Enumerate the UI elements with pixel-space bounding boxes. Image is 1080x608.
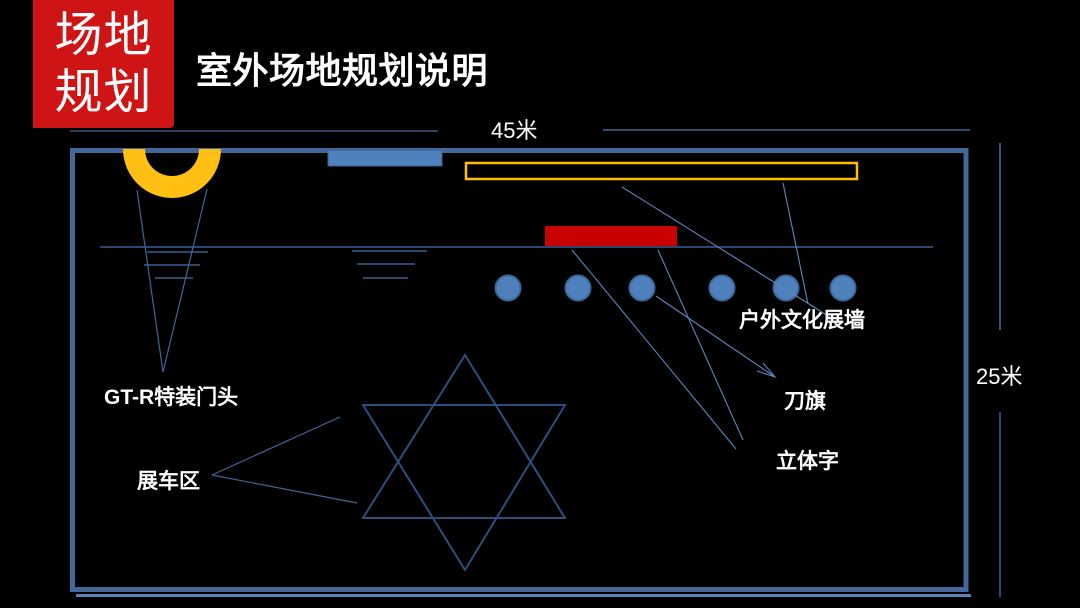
width-dimension-label: 45米 <box>491 118 538 143</box>
callout-culture-wall-1 <box>621 186 834 320</box>
entrance-hatch-left <box>144 251 208 279</box>
badge-line2: 规划 <box>54 66 153 119</box>
blade-flag-dots <box>494 274 857 302</box>
callout-solid-letters-2 <box>657 249 744 441</box>
label-blade-flags: 刀旗 <box>784 390 826 413</box>
height-dimension-label: 25米 <box>976 364 1023 389</box>
stage-rect-shape <box>327 149 443 167</box>
site-boundary <box>70 148 969 592</box>
solid-letters-sign-shape <box>545 226 677 246</box>
label-solid-letters: 立体字 <box>776 450 839 473</box>
page-title: 室外场地规划说明 <box>196 50 489 91</box>
blade-flag-dot <box>628 274 656 302</box>
badge-line1: 场地 <box>54 9 153 62</box>
label-entrance: GT-R特装门头 <box>104 386 239 409</box>
callout-blade-flags-arrowhead <box>756 362 777 379</box>
entrance-arch-shape <box>123 149 221 198</box>
car-display-star-shape <box>361 353 567 572</box>
callout-car-display-v <box>211 416 358 504</box>
badge: 场地 规划 <box>33 0 174 128</box>
callout-solid-letters-1 <box>571 249 737 450</box>
callout-blade-flags <box>655 295 776 378</box>
callout-lines <box>571 182 834 450</box>
blade-flag-dot <box>564 274 592 302</box>
label-culture-wall: 户外文化展墙 <box>739 309 865 332</box>
blade-flag-dot <box>494 274 522 302</box>
blade-flag-dot <box>708 274 736 302</box>
callout-culture-wall-2 <box>782 182 809 305</box>
entrance-hatch-middle <box>352 250 427 279</box>
blade-flag-dot <box>829 274 857 302</box>
culture-wall-shape <box>464 161 859 181</box>
blade-flag-dot <box>772 274 800 302</box>
label-car-display-area: 展车区 <box>137 470 200 493</box>
callout-entrance-v <box>136 188 208 373</box>
